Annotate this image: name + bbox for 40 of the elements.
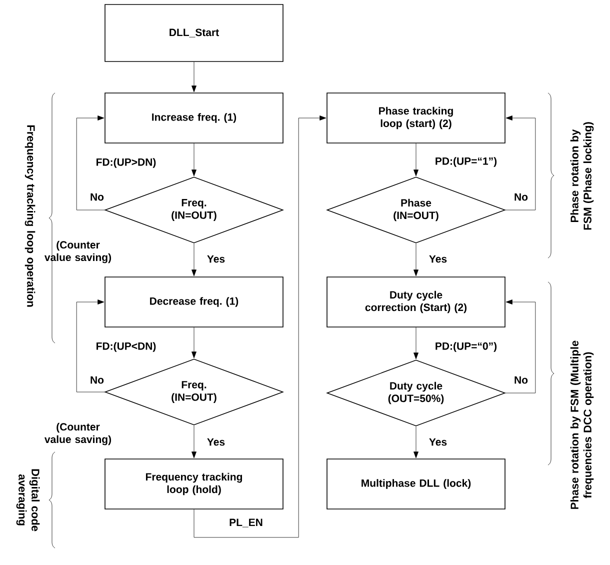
note-text: (Counter value saving): [44, 422, 112, 446]
process-box: Duty cycle correction (Start) (2): [326, 276, 506, 328]
side-label: Frequency tracking loop operation: [24, 125, 36, 307]
side-label: Digital code averaging: [16, 469, 40, 532]
arrow: [192, 62, 196, 92]
edge-label: No: [89, 192, 105, 202]
process-box: DLL_Start: [104, 4, 284, 62]
arrow: [76, 116, 105, 210]
edge-label: Yes: [206, 254, 226, 264]
arrow: [414, 327, 418, 360]
edge-label: Yes: [428, 254, 448, 264]
side-label: Phase rotation by FSM (Multiple frequencies DCC operation): [570, 340, 594, 509]
edge-label: Yes: [206, 437, 226, 447]
arrow: [414, 243, 418, 276]
arrow: [505, 116, 536, 210]
arrow: [192, 143, 196, 176]
edge-label: PD:(UP=“0”): [434, 341, 498, 353]
process-box: Frequency tracking loop (hold): [104, 458, 284, 510]
edge-label: PL_EN: [228, 518, 264, 528]
process-box: Increase freq. (1): [104, 92, 284, 144]
arrow: [414, 143, 418, 176]
arrow: [192, 425, 196, 458]
edge-label: No: [513, 375, 529, 385]
edge-label: Yes: [428, 437, 448, 447]
process-box: Phase tracking loop (start) (2): [326, 92, 506, 144]
edge-label: FD:(UP>DN): [94, 157, 158, 169]
arrow: [505, 300, 536, 394]
edge-label: No: [513, 192, 529, 202]
note-text: (Counter value saving): [44, 240, 112, 264]
arrow: [414, 426, 418, 458]
edge-label: PD:(UP=“1”): [434, 156, 498, 168]
arrow: [76, 300, 105, 392]
process-box: Decrease freq. (1): [104, 276, 284, 328]
edge-label: No: [89, 375, 105, 385]
arrow: [192, 327, 196, 358]
arrow: [192, 243, 196, 276]
edge-label: FD:(UP<DN): [94, 341, 158, 353]
side-label: Phase rotation by FSM (Phase locking): [570, 122, 594, 230]
process-box: Multiphase DLL (lock): [326, 458, 506, 510]
arrow: [194, 116, 326, 538]
